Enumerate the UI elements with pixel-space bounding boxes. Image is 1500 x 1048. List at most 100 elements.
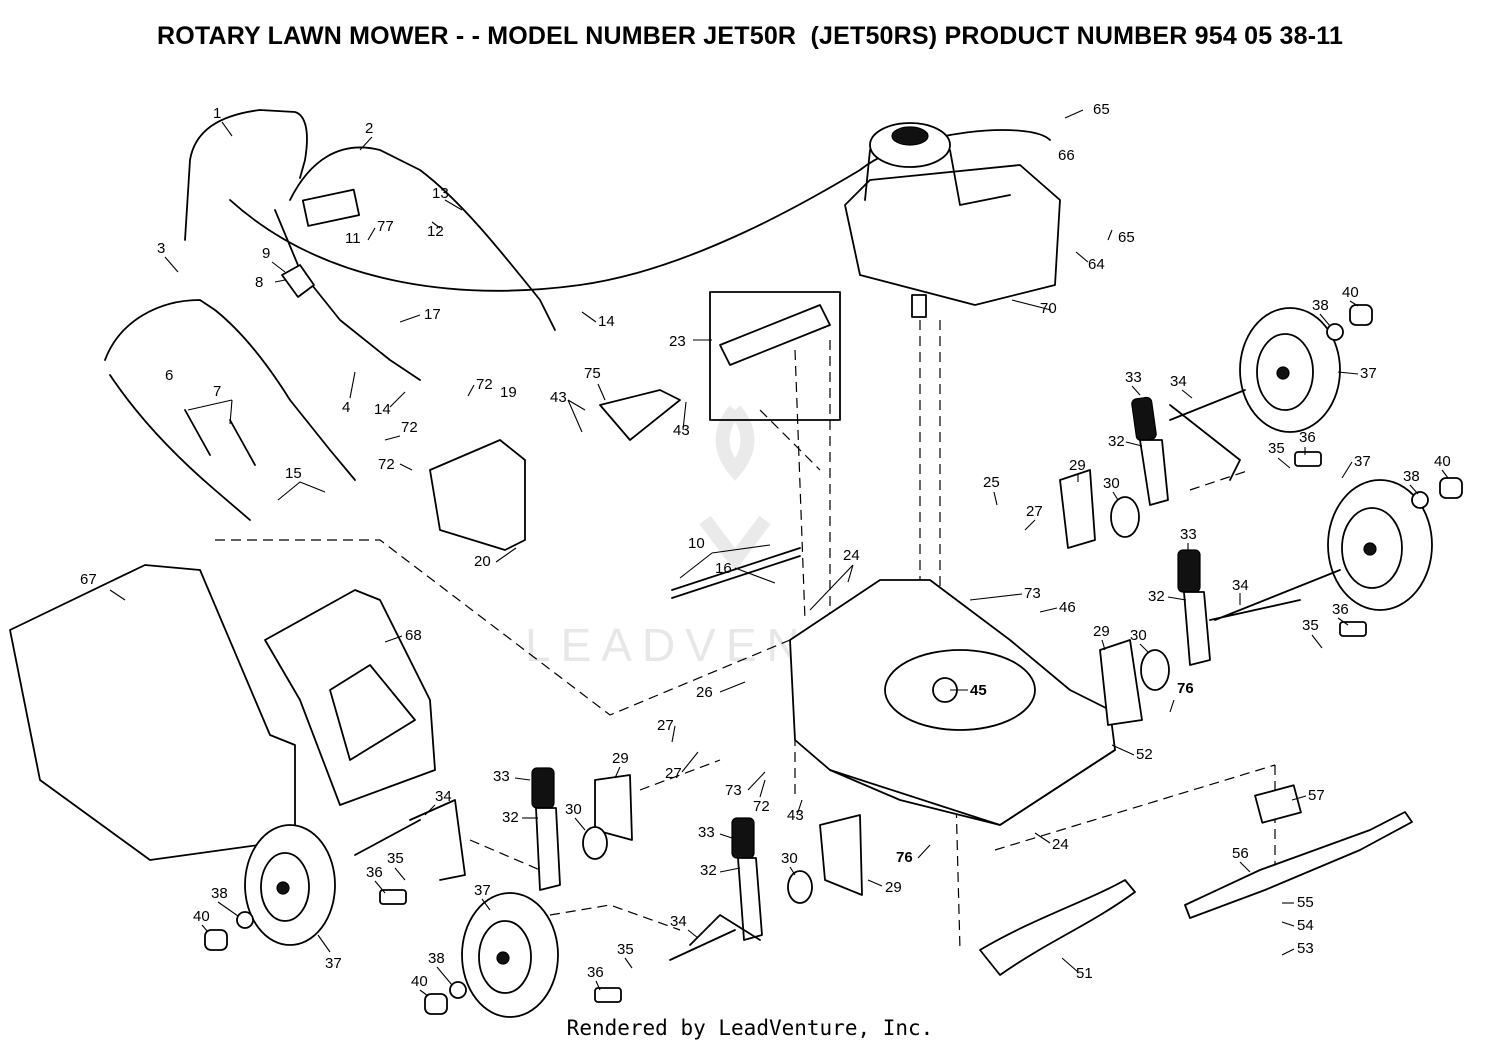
wheel-front-right[interactable] xyxy=(1327,479,1433,611)
upper-handle[interactable] xyxy=(274,146,556,381)
callout-38c[interactable]: 38 xyxy=(211,885,228,902)
callout-35b[interactable]: 35 xyxy=(1302,617,1319,634)
rear-axle-10-16[interactable] xyxy=(671,547,801,599)
nut-38-c[interactable] xyxy=(1326,323,1344,341)
callout-38a[interactable]: 38 xyxy=(1312,297,1329,314)
baffle-75[interactable] xyxy=(599,389,681,441)
spacer-upper[interactable] xyxy=(1110,496,1140,538)
wheel-rear-left[interactable] xyxy=(244,824,336,946)
callout-75[interactable]: 75 xyxy=(584,365,601,382)
lever-front-right[interactable] xyxy=(1177,549,1211,666)
callout-76a[interactable]: 76 xyxy=(1177,680,1194,697)
callout-37b[interactable]: 37 xyxy=(1354,453,1371,470)
nut-38-a[interactable] xyxy=(236,911,254,929)
callout-54[interactable]: 54 xyxy=(1297,917,1314,934)
callout-40d[interactable]: 40 xyxy=(411,973,428,990)
callout-3[interactable]: 3 xyxy=(157,240,165,257)
cap-40-b[interactable] xyxy=(424,993,448,1015)
lever-rear-right[interactable] xyxy=(731,817,763,941)
callout-76b[interactable]: 76 xyxy=(896,849,913,866)
callout-55[interactable]: 55 xyxy=(1297,894,1314,911)
callout-19[interactable]: 19 xyxy=(500,384,517,401)
callout-68[interactable]: 68 xyxy=(405,627,422,644)
callout-30c[interactable]: 30 xyxy=(565,801,582,818)
spacer-rear-right[interactable] xyxy=(787,870,813,904)
cap-40-d[interactable] xyxy=(1439,477,1463,499)
callout-32d[interactable]: 32 xyxy=(700,862,717,879)
axle-front-right[interactable] xyxy=(1209,569,1341,621)
callout-66[interactable]: 66 xyxy=(1058,147,1075,164)
lower-handle[interactable] xyxy=(104,299,356,521)
callout-6[interactable]: 6 xyxy=(165,367,173,384)
callout-57[interactable]: 57 xyxy=(1308,787,1325,804)
callout-36b[interactable]: 36 xyxy=(1332,601,1349,618)
callout-70[interactable]: 70 xyxy=(1040,300,1057,317)
cap-40-a[interactable] xyxy=(204,929,228,951)
callout-53[interactable]: 53 xyxy=(1297,940,1314,957)
grass-bag[interactable] xyxy=(9,564,296,861)
callout-25[interactable]: 25 xyxy=(983,474,1000,491)
callout-65b[interactable]: 65 xyxy=(1118,229,1135,246)
callout-27b[interactable]: 27 xyxy=(657,717,674,734)
callout-34d[interactable]: 34 xyxy=(670,913,687,930)
nut-38-b[interactable] xyxy=(449,981,467,999)
mower-blade[interactable] xyxy=(1184,811,1413,919)
callout-9[interactable]: 9 xyxy=(262,245,270,262)
callout-14b[interactable]: 14 xyxy=(374,401,391,418)
callout-12[interactable]: 12 xyxy=(427,223,444,240)
callout-10[interactable]: 10 xyxy=(688,535,705,552)
callout-24a[interactable]: 24 xyxy=(843,547,860,564)
callout-65a[interactable]: 65 xyxy=(1093,101,1110,118)
callout-32c[interactable]: 32 xyxy=(502,809,519,826)
callout-33b[interactable]: 33 xyxy=(1180,526,1197,543)
callout-32a[interactable]: 32 xyxy=(1108,433,1125,450)
callout-51[interactable]: 51 xyxy=(1076,965,1093,982)
callout-40b[interactable]: 40 xyxy=(1434,453,1451,470)
callout-34a[interactable]: 34 xyxy=(1170,373,1187,390)
spacer-right[interactable] xyxy=(1140,649,1170,691)
callout-27c[interactable]: 27 xyxy=(665,765,682,782)
lever-front-left[interactable] xyxy=(1131,396,1169,506)
handle-knob[interactable] xyxy=(281,264,315,298)
callout-13[interactable]: 13 xyxy=(432,185,449,202)
mower-deck[interactable] xyxy=(789,579,1116,826)
callout-2[interactable]: 2 xyxy=(365,120,373,137)
callout-20[interactable]: 20 xyxy=(474,553,491,570)
engine-block[interactable] xyxy=(844,164,1061,306)
callout-35c[interactable]: 35 xyxy=(387,850,404,867)
bolt-36-a[interactable] xyxy=(379,889,407,905)
callout-72c[interactable]: 72 xyxy=(378,456,395,473)
callout-73b[interactable]: 73 xyxy=(725,782,742,799)
callout-56[interactable]: 56 xyxy=(1232,845,1249,862)
callout-14a[interactable]: 14 xyxy=(598,313,615,330)
callout-7[interactable]: 7 xyxy=(213,383,221,400)
callout-29a[interactable]: 29 xyxy=(1069,457,1086,474)
callout-30a[interactable]: 30 xyxy=(1103,475,1120,492)
cable-guide[interactable] xyxy=(184,409,256,466)
callout-67[interactable]: 67 xyxy=(80,571,97,588)
callout-8[interactable]: 8 xyxy=(255,274,263,291)
bolt-36-b[interactable] xyxy=(594,987,622,1003)
callout-26[interactable]: 26 xyxy=(696,684,713,701)
callout-36a[interactable]: 36 xyxy=(1299,429,1316,446)
blade-adapter[interactable] xyxy=(1254,784,1302,824)
callout-43c[interactable]: 43 xyxy=(787,807,804,824)
callout-1[interactable]: 1 xyxy=(213,105,221,122)
callout-72a[interactable]: 72 xyxy=(476,376,493,393)
height-plate-rear-left[interactable] xyxy=(594,774,633,841)
nut-38-d[interactable] xyxy=(1411,491,1429,509)
bolt-36-c[interactable] xyxy=(1294,451,1322,467)
callout-37c[interactable]: 37 xyxy=(325,955,342,972)
callout-32b[interactable]: 32 xyxy=(1148,588,1165,605)
callout-30b[interactable]: 30 xyxy=(1130,627,1147,644)
callout-35a[interactable]: 35 xyxy=(1268,440,1285,457)
cap-40-c[interactable] xyxy=(1349,304,1373,326)
callout-77[interactable]: 77 xyxy=(377,218,394,235)
callout-29b[interactable]: 29 xyxy=(1093,623,1110,640)
deflector[interactable] xyxy=(979,879,1136,976)
callout-40c[interactable]: 40 xyxy=(193,908,210,925)
callout-33a[interactable]: 33 xyxy=(1125,369,1142,386)
callout-52[interactable]: 52 xyxy=(1136,746,1153,763)
height-plate-rear-right[interactable] xyxy=(819,814,863,896)
callout-72d[interactable]: 72 xyxy=(753,798,770,815)
